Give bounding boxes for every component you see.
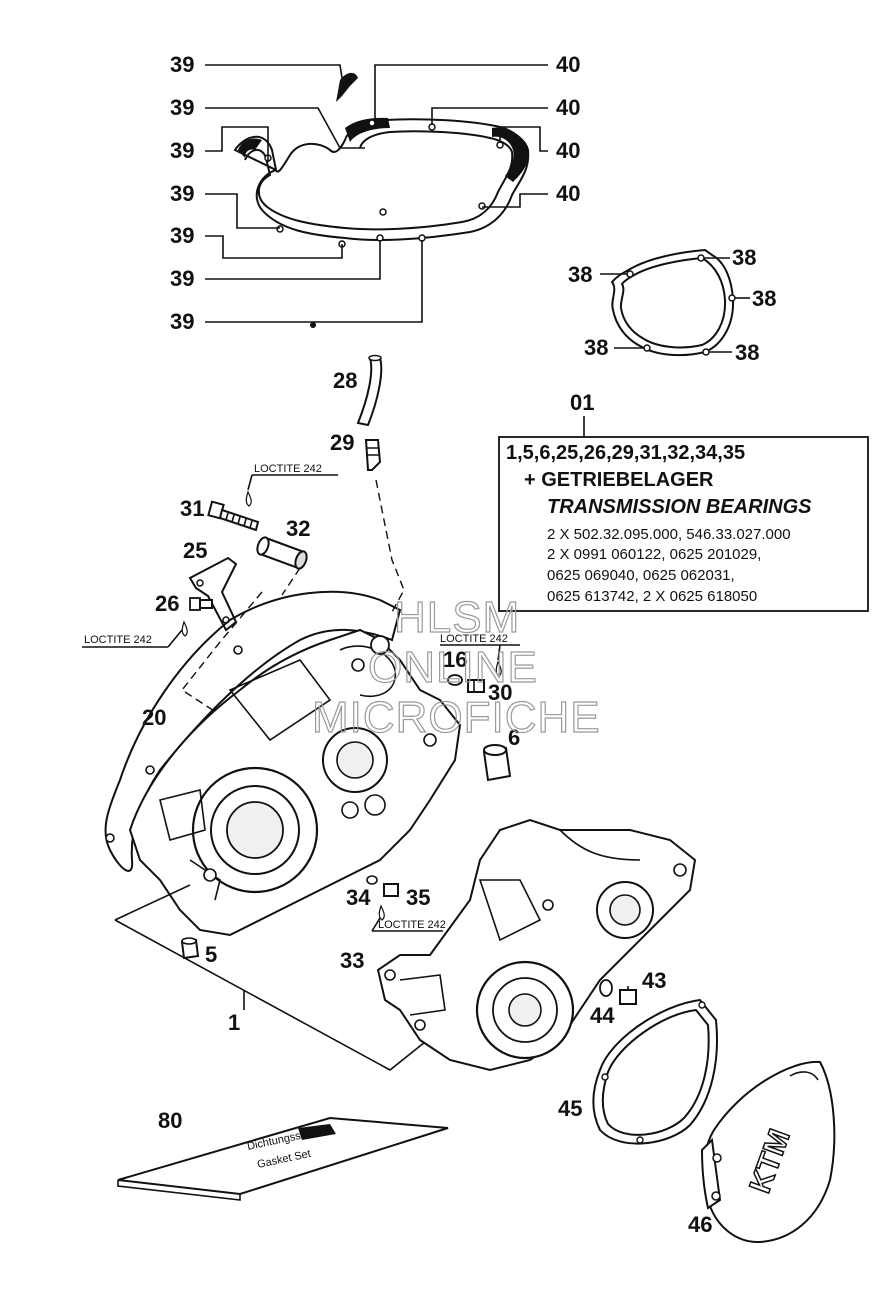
callout-40: 40 <box>556 95 580 120</box>
callout-28: 28 <box>333 368 357 393</box>
left-crankcase-half <box>128 628 462 937</box>
gasket-set-booklet-80: Dichtungssatz Gasket Set <box>117 1116 449 1201</box>
kit-line-2: + GETRIEBELAGER <box>524 469 714 491</box>
callout-38: 38 <box>735 340 759 365</box>
watermark-line-3: MICROFICHE <box>312 693 601 742</box>
callout-29: 29 <box>330 430 354 455</box>
callout-45: 45 <box>558 1096 582 1121</box>
crankcase-gasket <box>233 72 530 328</box>
callout-35: 35 <box>406 885 430 910</box>
callout-40: 40 <box>556 181 580 206</box>
callout-40: 40 <box>556 138 580 163</box>
callout-46: 46 <box>688 1212 712 1237</box>
kit-line-5: 2 X 0991 060122, 0625 201029, <box>547 546 761 563</box>
callout-39: 39 <box>170 181 194 206</box>
washer-16 <box>447 674 463 686</box>
bushing-6 <box>482 744 512 782</box>
callout-39: 39 <box>170 309 194 334</box>
loctite-label: LOCTITE 242 <box>254 463 322 475</box>
kit-line-7: 0625 613742, 2 X 0625 618050 <box>547 588 757 605</box>
callout-39: 39 <box>170 52 194 77</box>
ignition-cover-gasket <box>610 248 736 357</box>
watermark-line-2: ONLINE <box>368 643 538 692</box>
callout-34: 34 <box>346 885 371 910</box>
callout-38: 38 <box>568 262 592 287</box>
callout-40: 40 <box>556 52 580 77</box>
leader-lines-39-40 <box>205 64 548 323</box>
kit-line-3: TRANSMISSION BEARINGS <box>547 496 812 518</box>
plug-screw-30 <box>467 679 485 693</box>
callout-6: 6 <box>508 725 520 750</box>
callout-25: 25 <box>183 538 207 563</box>
callout-39: 39 <box>170 266 194 291</box>
callout-5: 5 <box>205 942 217 967</box>
callout-44: 44 <box>590 1003 615 1028</box>
callout-31: 31 <box>180 496 204 521</box>
screw-35 <box>383 883 399 897</box>
seal-ring-44 <box>599 979 613 997</box>
callout-39: 39 <box>170 95 194 120</box>
screw-26 <box>189 597 213 611</box>
kit-contents-box: 1,5,6,25,26,29,31,32,34,35 + GETRIEBELAG… <box>498 436 869 612</box>
callout-01: 01 <box>570 390 594 415</box>
callout-43: 43 <box>642 968 666 993</box>
callout-26: 26 <box>155 591 179 616</box>
callout-20: 20 <box>142 705 166 730</box>
callout-39: 39 <box>170 138 194 163</box>
callout-30: 30 <box>488 680 512 705</box>
loctite-label: LOCTITE 242 <box>378 919 446 931</box>
drain-plug-43 <box>619 986 637 1005</box>
left-crankcase-gasket <box>104 590 402 872</box>
washer-34 <box>366 875 378 885</box>
callout-33: 33 <box>340 948 364 973</box>
screw-31 <box>207 500 260 532</box>
watermark: HLSM ONLINE MICROFICHE <box>311 592 601 742</box>
callout-38: 38 <box>752 286 776 311</box>
breather-hose <box>356 354 383 427</box>
loctite-label: LOCTITE 242 <box>440 633 508 645</box>
clutch-cover-gasket-45 <box>592 998 718 1145</box>
kit-line-4: 2 X 502.32.095.000, 546.33.027.000 <box>547 526 791 543</box>
dowel-5 <box>180 937 200 960</box>
breather-nipple <box>364 439 382 471</box>
bracket-25 <box>188 556 238 632</box>
callout-1: 1 <box>228 1010 240 1035</box>
callout-80: 80 <box>158 1108 182 1133</box>
right-crankcase-half <box>376 818 697 1072</box>
watermark-line-1: HLSM <box>394 593 520 642</box>
kit-line-6: 0625 069040, 0625 062031, <box>547 567 735 584</box>
callout-16: 16 <box>443 647 467 672</box>
loctite-label: LOCTITE 242 <box>84 634 152 646</box>
callout-38: 38 <box>584 335 608 360</box>
callout-32: 32 <box>286 516 310 541</box>
kit-line-1: 1,5,6,25,26,29,31,32,34,35 <box>506 442 745 464</box>
sleeve-32 <box>256 536 308 570</box>
callout-38: 38 <box>732 245 756 270</box>
ignition-cover-46: KTM <box>700 1060 836 1244</box>
callout-39: 39 <box>170 223 194 248</box>
